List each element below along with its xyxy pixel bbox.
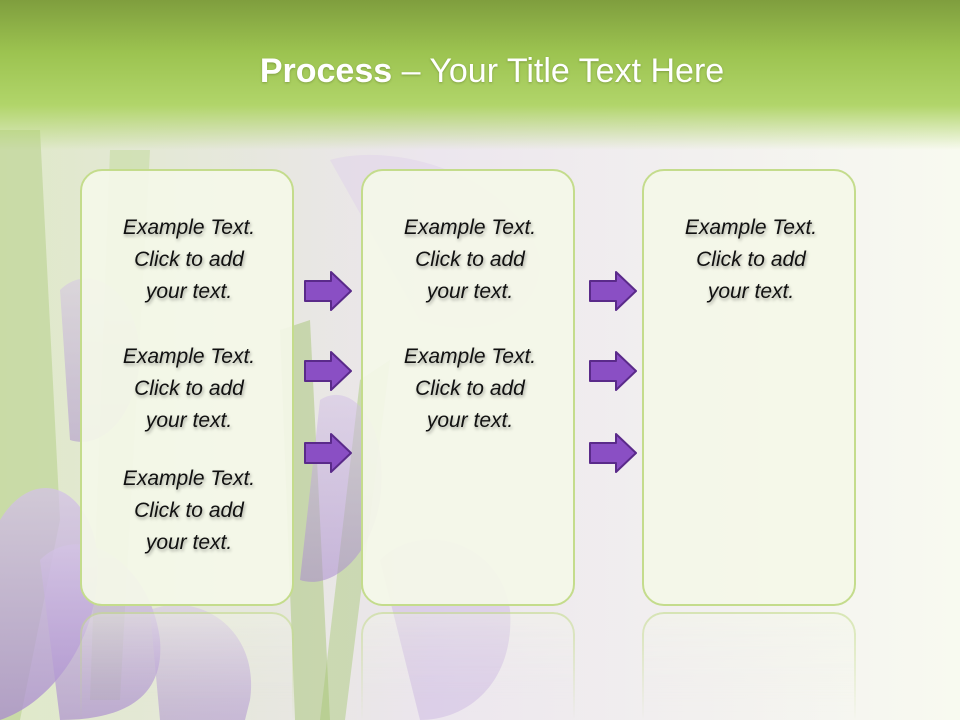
right-arrow-icon [589, 271, 637, 311]
title-rest: – Your Title Text Here [392, 52, 725, 90]
title-bar [0, 0, 960, 150]
text-placeholder[interactable]: Example Text. Click to add your text. [122, 216, 256, 303]
right-arrow-icon [304, 433, 352, 473]
text-placeholder[interactable]: Example Text. Click to add your text. [403, 216, 537, 303]
right-arrow-icon [589, 433, 637, 473]
process-box-2[interactable]: Example Text. Click to add your text. Ex… [361, 169, 575, 606]
box-reflection [80, 612, 294, 720]
right-arrow-icon [589, 351, 637, 391]
title-process: Process [259, 52, 393, 90]
box-reflection [361, 612, 575, 720]
text-placeholder[interactable]: Example Text. Click to add your text. [122, 467, 256, 554]
right-arrow-icon [304, 271, 352, 311]
process-box-3[interactable]: Example Text. Click to add your text. [642, 169, 856, 606]
right-arrow-icon [304, 351, 352, 391]
slide-title[interactable]: Process – Your Title Text Here [0, 52, 960, 91]
box-reflection [642, 612, 856, 720]
text-placeholder[interactable]: Example Text. Click to add your text. [403, 345, 537, 432]
text-placeholder[interactable]: Example Text. Click to add your text. [684, 216, 818, 303]
process-box-1[interactable]: Example Text. Click to add your text. Ex… [80, 169, 294, 606]
text-placeholder[interactable]: Example Text. Click to add your text. [122, 345, 256, 432]
